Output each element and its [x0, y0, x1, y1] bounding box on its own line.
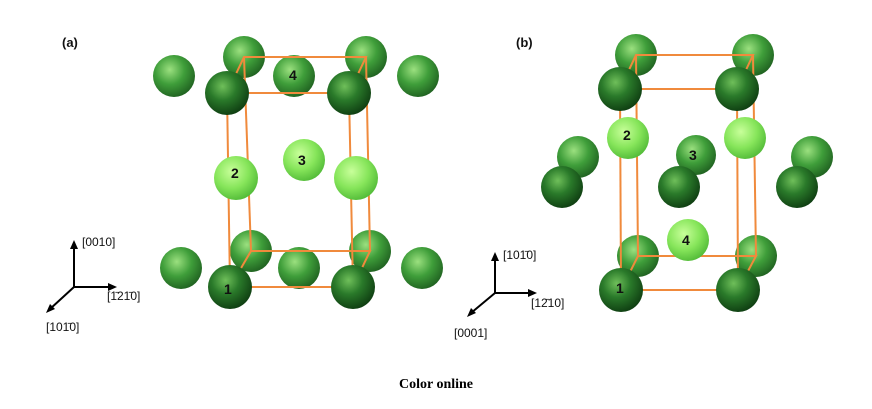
axis-label-vertical: [0010] — [82, 235, 115, 249]
axis-label-diagonal: [101̄0] — [46, 320, 79, 334]
atom — [278, 247, 320, 289]
atom-dark — [541, 166, 583, 208]
atom-light — [724, 117, 766, 159]
atom-dark — [598, 67, 642, 111]
axes-a: [0010] [1̄21̄0] [101̄0] — [46, 235, 140, 334]
atom-number: 2 — [623, 127, 631, 143]
atom — [160, 247, 202, 289]
atom — [397, 55, 439, 97]
atom-dark — [208, 265, 252, 309]
atom-light — [667, 219, 709, 261]
atom-number: 3 — [689, 147, 697, 163]
figure-caption: Color online — [398, 377, 474, 392]
atom-number: 2 — [231, 165, 239, 181]
panel-a-label: (a) — [62, 35, 78, 50]
atom-dark — [599, 268, 643, 312]
atom-dark — [658, 166, 700, 208]
atom-number: 4 — [682, 232, 690, 248]
axis-label-vertical: [101̄0] — [503, 248, 536, 262]
atom-dark — [716, 268, 760, 312]
atom-light — [283, 139, 325, 181]
atom — [401, 247, 443, 289]
axis-label-horizontal: [12̄10] — [531, 296, 564, 310]
atom-light — [214, 156, 258, 200]
panel-b: (b) 1 2 3 4 — [454, 34, 833, 340]
atom-light — [334, 156, 378, 200]
atom-number: 3 — [298, 152, 306, 168]
atom-number: 4 — [289, 67, 297, 83]
atom-dark — [715, 67, 759, 111]
atom-dark — [331, 265, 375, 309]
atom — [273, 55, 315, 97]
atom-number: 1 — [616, 280, 624, 296]
axis-label-diagonal: [0001] — [454, 326, 487, 340]
atom-dark — [327, 71, 371, 115]
atom-number: 1 — [224, 281, 232, 297]
atom-dark — [205, 71, 249, 115]
atom-light — [607, 117, 649, 159]
atom — [153, 55, 195, 97]
axes-b: [101̄0] [12̄10] [0001] — [454, 248, 564, 340]
panel-a: (a) 1 2 3 4 — [46, 35, 443, 334]
axis-label-horizontal: [1̄21̄0] — [107, 289, 140, 303]
atom — [676, 135, 716, 175]
panel-b-label: (b) — [516, 35, 533, 50]
atom-dark — [776, 166, 818, 208]
